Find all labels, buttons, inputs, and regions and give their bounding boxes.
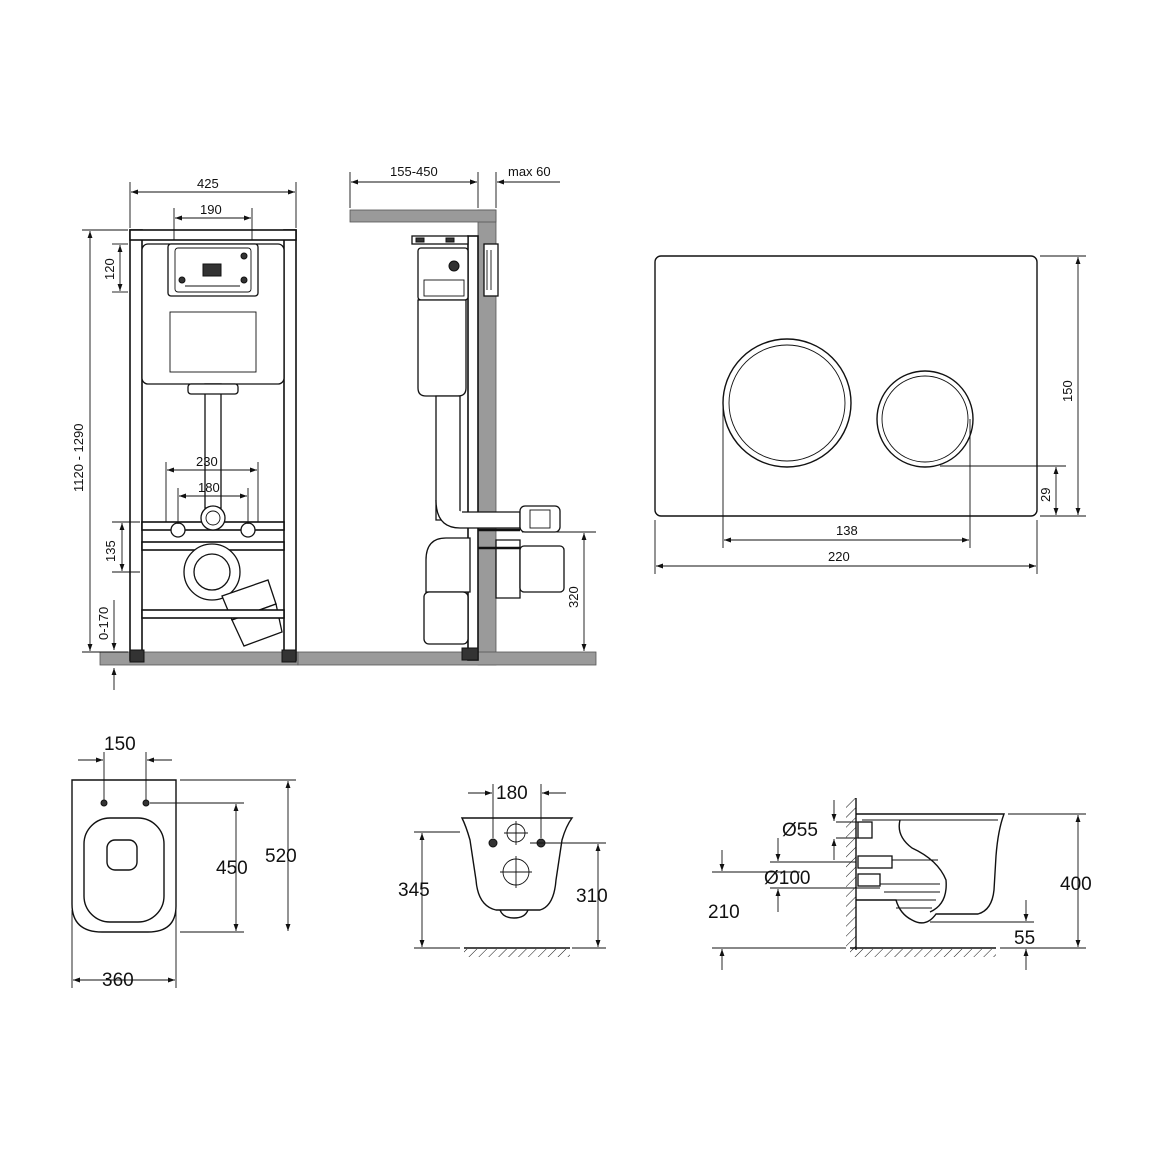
dim-425-label: 425 [197, 176, 219, 191]
dim-height-range-label: 1120 - 1290 [71, 424, 86, 492]
bolt-hole-left [488, 838, 498, 848]
frame-top-bar [129, 229, 297, 241]
dim-155-450-label: 155-450 [390, 164, 438, 179]
section-inlet [857, 821, 873, 839]
dim-230-label: 230 [196, 454, 218, 469]
dim-150-plate-label: 150 [1060, 380, 1075, 402]
dim-400-label: 400 [1060, 874, 1092, 895]
dim-29-label: 29 [1038, 488, 1053, 502]
side-drain-bend [425, 537, 471, 593]
dim-220-label: 220 [828, 549, 850, 564]
toilet-section-view: Ø55 Ø100 210 400 55 [708, 798, 1092, 970]
toilet-rear-view: 180 345 310 [398, 783, 608, 957]
dim-55-depth-label: 55 [1014, 928, 1035, 949]
dim-190-label: 190 [200, 202, 222, 217]
dim-max-60-label: max 60 [508, 164, 551, 179]
frame-left-upright [129, 229, 143, 661]
side-floor-slab [297, 651, 597, 666]
frame-bottom-bar [141, 609, 285, 619]
cistern-cover [169, 311, 257, 373]
dim-450-label: 450 [216, 858, 248, 879]
dim-360-label: 360 [102, 970, 134, 991]
dim-150-toilet-label: 150 [104, 734, 136, 755]
flush-button-small [876, 370, 974, 468]
dim-135-label: 135 [103, 540, 118, 562]
side-cistern [417, 299, 467, 397]
flush-outlet [200, 505, 226, 531]
toilet-top-view: 150 450 520 360 [71, 734, 297, 991]
mounting-stud-right [240, 522, 256, 538]
dim-d55-label: Ø55 [782, 820, 818, 841]
dim-310-label: 310 [576, 886, 608, 907]
hinge-hole-right [142, 799, 150, 807]
flush-plate [654, 255, 1038, 517]
rear-bowl-outline [460, 817, 574, 911]
toilet-seat [83, 817, 165, 923]
side-drain-pipe [423, 591, 469, 645]
side-frame-upright [467, 235, 479, 661]
dim-d100-label: Ø100 [764, 868, 810, 889]
wall-top-ledge [349, 209, 497, 223]
drain-connector [495, 539, 521, 599]
dim-345-label: 345 [398, 880, 430, 901]
dim-0-170-label: 0-170 [96, 607, 111, 640]
dim-320-label: 320 [566, 586, 581, 608]
dim-180-rear-label: 180 [496, 783, 528, 804]
section-trap [898, 819, 947, 913]
installation-front-view: 425 190 1120 - 1290 120 230 180 135 0-17… [71, 176, 299, 690]
section-outlet [857, 855, 893, 869]
flush-button-large [722, 338, 852, 468]
hinge-hole-left [100, 799, 108, 807]
toilet-opening [106, 839, 138, 871]
dim-210-label: 210 [708, 902, 740, 923]
side-flush-pipe [435, 395, 461, 521]
dim-180-front-label: 180 [198, 480, 220, 495]
mounting-stud-left [170, 522, 186, 538]
valve-housing [417, 247, 469, 301]
dim-138-label: 138 [836, 523, 858, 538]
section-bowl-outline [856, 813, 1006, 924]
dim-520-label: 520 [265, 846, 297, 867]
flush-plate-view: 150 29 138 220 [654, 255, 1086, 574]
dim-120-label: 120 [102, 258, 117, 280]
frame-right-upright [283, 229, 297, 661]
installation-side-view: 155-450 max 60 320 [297, 164, 597, 666]
